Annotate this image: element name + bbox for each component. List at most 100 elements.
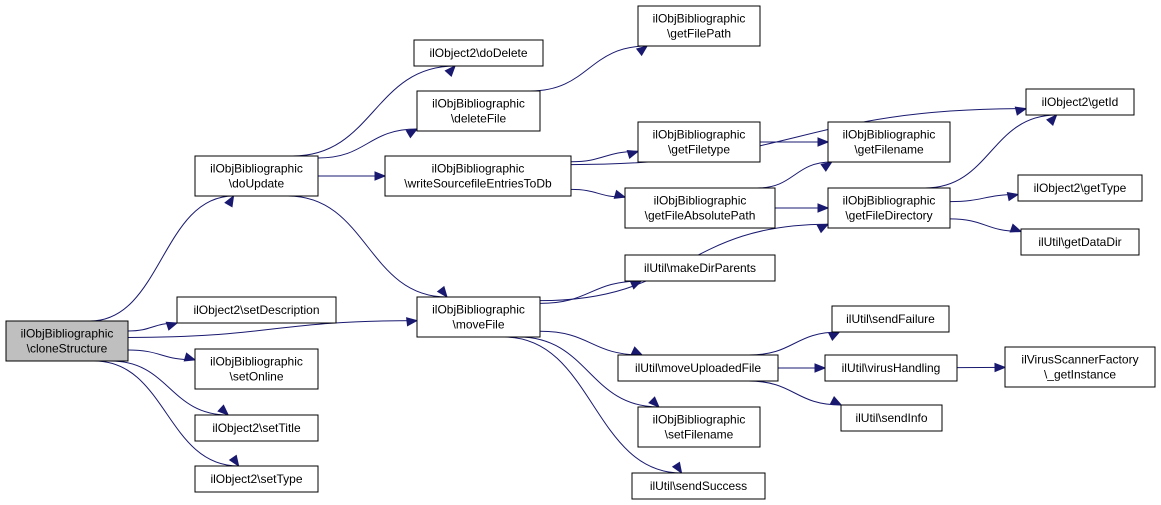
node-make-dir-parents[interactable]: ilUtil\makeDirParents	[624, 254, 776, 282]
edge-clone-structure-to-set-type	[94, 360, 240, 468]
edge-get-filetype-to-get-filename	[760, 137, 830, 147]
node-label: \getFileAbsolutePath	[645, 209, 756, 223]
node-layer: ilObjBibliographic\cloneStructureilObjBi…	[5, 5, 1156, 500]
node-set-type[interactable]: ilObject2\setType	[194, 465, 319, 493]
edge-move-uploaded-file-to-virus-handling	[778, 363, 827, 373]
node-get-instance[interactable]: ilVirusScannerFactory\_getInstance	[1004, 346, 1156, 388]
edge-get-file-directory-to-get-id	[925, 113, 1058, 189]
node-get-filetype[interactable]: ilObjBibliographic\getFiletype	[637, 121, 761, 163]
edge-move-uploaded-file-to-send-info	[748, 380, 843, 406]
edge-clone-structure-to-move-file	[127, 317, 419, 338]
node-label: \getFilePath	[667, 27, 731, 41]
node-label: \deleteFile	[451, 112, 507, 126]
edge-clone-structure-to-set-description	[127, 321, 179, 332]
node-get-file-path[interactable]: ilObjBibliographic\getFilePath	[637, 5, 761, 47]
node-label: \moveFile	[452, 318, 504, 332]
node-set-title[interactable]: ilObject2\setTitle	[194, 414, 319, 442]
node-label: ilObject2\setDescription	[193, 303, 319, 317]
edge-do-update-to-delete-file	[317, 128, 419, 159]
node-label: ilObject2\setTitle	[212, 421, 301, 435]
node-box	[827, 121, 951, 163]
node-label: ilObject2\doDelete	[429, 46, 527, 60]
edge-layer	[89, 45, 1058, 475]
node-label: \doUpdate	[229, 177, 285, 191]
node-box	[194, 465, 319, 493]
node-label: ilObjBibliographic	[653, 413, 746, 427]
node-label: ilObjBibliographic	[432, 303, 525, 317]
node-box	[176, 296, 337, 324]
node-box	[1017, 174, 1143, 202]
node-label: ilObjBibliographic	[432, 162, 525, 176]
edge-get-file-absolute-path-to-get-file-directory	[774, 203, 830, 213]
node-label: ilObjBibliographic	[653, 12, 746, 26]
node-move-file[interactable]: ilObjBibliographic\moveFile	[416, 296, 541, 338]
edge-move-file-to-send-success	[504, 336, 683, 475]
node-label: \writeSourcefileEntriesToDb	[404, 177, 552, 191]
node-label: ilObjBibliographic	[210, 355, 303, 369]
node-label: ilUtil\getDataDir	[1038, 235, 1121, 249]
node-get-filename[interactable]: ilObjBibliographic\getFilename	[827, 121, 951, 163]
node-box	[824, 354, 958, 382]
node-label: ilObjBibliographic	[843, 194, 936, 208]
node-send-failure[interactable]: ilUtil\sendFailure	[831, 305, 950, 333]
node-label: ilObjBibliographic	[432, 97, 525, 111]
node-box	[624, 187, 776, 229]
node-box	[827, 187, 951, 229]
node-label: ilVirusScannerFactory	[1021, 353, 1138, 367]
edge-get-file-absolute-path-to-get-filename	[757, 161, 833, 189]
node-do-update[interactable]: ilObjBibliographic\doUpdate	[194, 155, 319, 197]
node-label: \_getInstance	[1044, 368, 1116, 382]
node-label: \getFiletype	[668, 143, 730, 157]
node-write-sourcefile-entries-to-db[interactable]: ilObjBibliographic\writeSourcefileEntrie…	[384, 155, 572, 197]
node-set-online[interactable]: ilObjBibliographic\setOnline	[194, 348, 319, 390]
node-get-file-directory[interactable]: ilObjBibliographic\getFileDirectory	[827, 187, 951, 229]
node-label: \getFileDirectory	[845, 209, 932, 223]
edge-virus-handling-to-get-instance	[956, 362, 1007, 373]
node-get-type[interactable]: ilObject2\getType	[1017, 174, 1143, 202]
node-label: \cloneStructure	[27, 342, 108, 356]
node-box	[840, 404, 943, 432]
edge-do-update-to-do-delete	[292, 65, 456, 157]
node-box	[637, 121, 761, 163]
edge-move-file-to-set-filename	[518, 336, 660, 408]
node-label: ilUtil\moveUploadedFile	[635, 361, 761, 375]
node-label: ilObjBibliographic	[210, 162, 303, 176]
node-get-id[interactable]: ilObject2\getId	[1025, 88, 1135, 116]
node-box	[1020, 228, 1140, 256]
node-set-description[interactable]: ilObject2\setDescription	[176, 296, 337, 324]
node-box	[631, 472, 766, 500]
edge-write-sourcefile-entries-to-db-to-get-file-absolute-path	[570, 188, 627, 199]
edge-move-uploaded-file-to-send-failure	[749, 331, 841, 356]
node-move-uploaded-file[interactable]: ilUtil\moveUploadedFile	[617, 354, 779, 382]
node-virus-handling[interactable]: ilUtil\virusHandling	[824, 354, 958, 382]
node-box	[194, 155, 319, 197]
node-clone-structure[interactable]: ilObjBibliographic\cloneStructure	[5, 320, 129, 362]
node-box	[624, 254, 776, 282]
edge-clone-structure-to-set-online	[127, 349, 197, 362]
node-box	[1004, 346, 1156, 388]
node-send-info[interactable]: ilUtil\sendInfo	[840, 404, 943, 432]
node-box	[416, 90, 541, 132]
node-set-filename[interactable]: ilObjBibliographic\setFilename	[637, 406, 761, 448]
edge-do-update-to-move-file	[287, 195, 448, 299]
edge-delete-file-to-get-file-path	[530, 45, 649, 92]
node-label: ilUtil\sendFailure	[846, 312, 935, 326]
node-label: ilObject2\setType	[210, 472, 302, 486]
node-label: \getFilename	[854, 143, 924, 157]
node-label: ilObject2\getId	[1042, 95, 1119, 109]
edge-move-file-to-move-uploaded-file	[539, 330, 644, 356]
node-box	[384, 155, 572, 197]
node-box	[194, 414, 319, 442]
node-get-file-absolute-path[interactable]: ilObjBibliographic\getFileAbsolutePath	[624, 187, 776, 229]
node-box	[617, 354, 779, 382]
node-do-delete[interactable]: ilObject2\doDelete	[413, 39, 544, 67]
node-label: ilObjBibliographic	[654, 194, 747, 208]
node-box	[1025, 88, 1135, 116]
node-delete-file[interactable]: ilObjBibliographic\deleteFile	[416, 90, 541, 132]
node-send-success[interactable]: ilUtil\sendSuccess	[631, 472, 766, 500]
node-label: ilObjBibliographic	[843, 128, 936, 142]
node-label: ilObjBibliographic	[653, 128, 746, 142]
node-get-data-dir[interactable]: ilUtil\getDataDir	[1020, 228, 1140, 256]
node-box	[831, 305, 950, 333]
